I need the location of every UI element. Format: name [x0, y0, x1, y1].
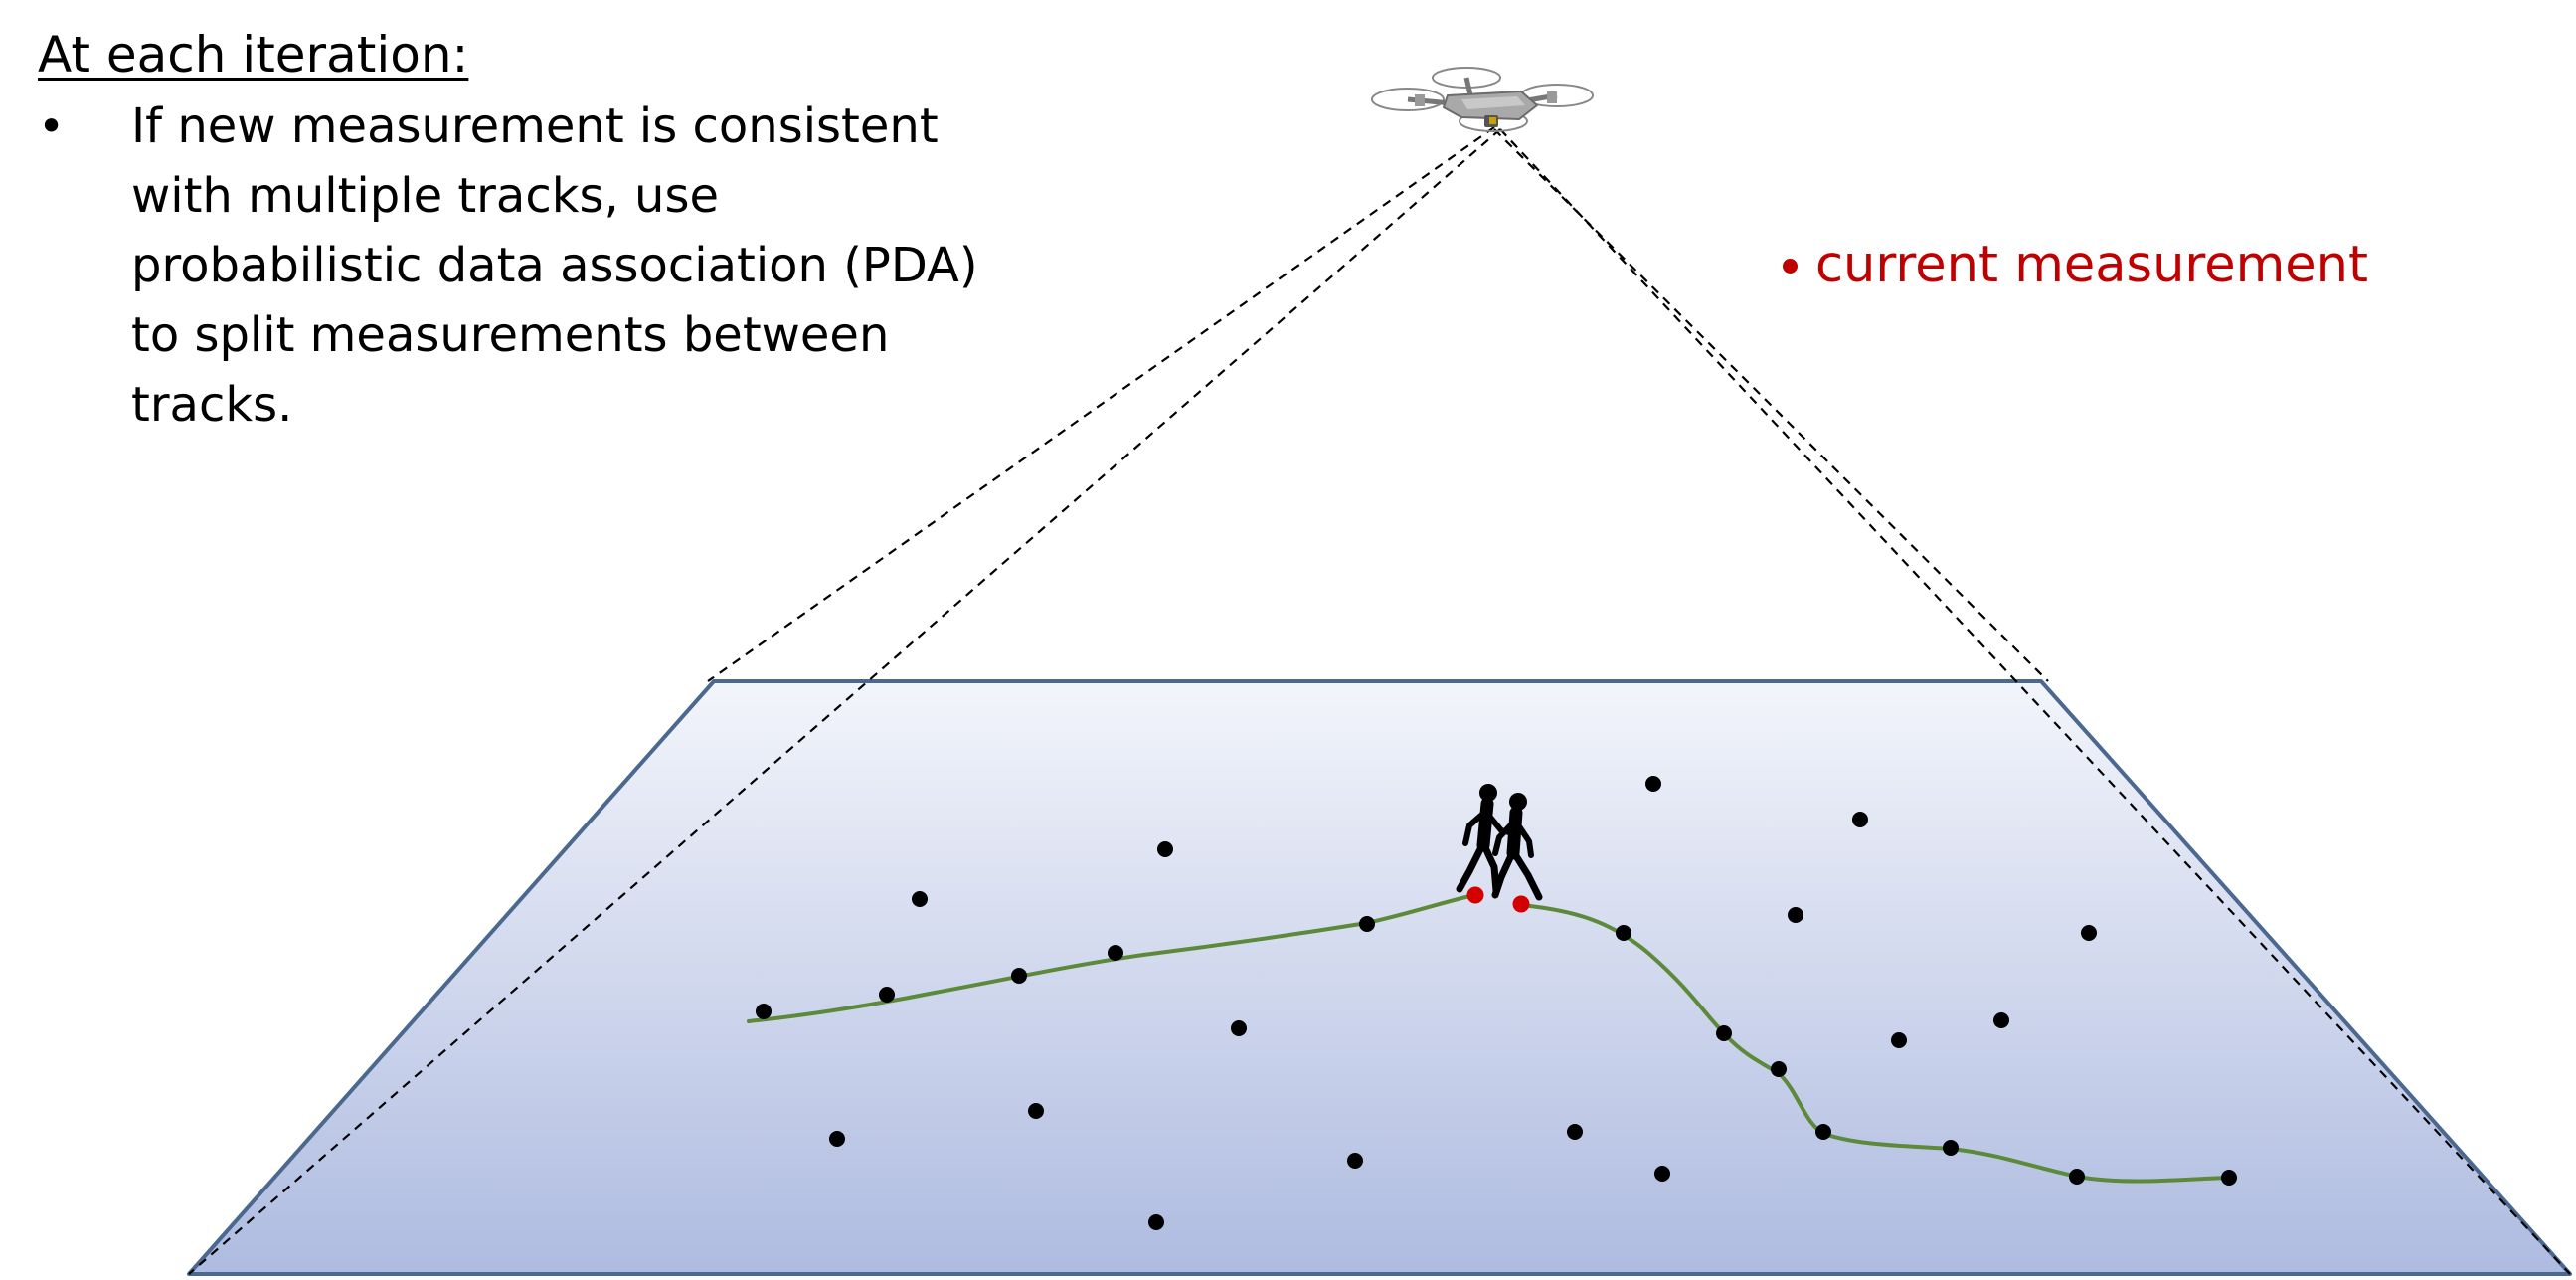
- measurement-dot: [2221, 1170, 2237, 1186]
- field-of-view-lines: [188, 126, 2571, 1275]
- ground-field: [187, 679, 2572, 1276]
- bullet-line: with multiple tracks, use: [131, 168, 719, 224]
- bullet-item: • If new measurement is consistent with …: [38, 91, 1052, 440]
- measurement-dot: [1011, 968, 1027, 984]
- measurement-dot: [1157, 841, 1173, 857]
- current-measurements: [1466, 886, 1530, 913]
- measurement-dot: [1815, 1124, 1831, 1140]
- measurement-dot: [1943, 1140, 1959, 1156]
- measurement-dot: [756, 1004, 772, 1019]
- measurement-dot: [1654, 1166, 1670, 1182]
- fov-line-right-inner: [1493, 128, 2049, 682]
- bullet-line: If new measurement is consistent: [131, 98, 939, 154]
- measurement-dot: [1567, 1124, 1583, 1140]
- measurement-dot: [2069, 1169, 2085, 1185]
- bullet-icon: •: [38, 99, 66, 153]
- measurement-dot: [1788, 907, 1803, 923]
- measurement-dot: [829, 1131, 845, 1147]
- fov-line-left-outer: [707, 126, 1495, 682]
- measurement-dot: [2081, 925, 2097, 941]
- heading: At each iteration:: [38, 26, 469, 84]
- measurement-dot: [912, 891, 928, 907]
- bullet-line: probabilistic data association (PDA): [131, 238, 978, 293]
- measurement-dot: [1347, 1153, 1363, 1169]
- measurement-dot: [879, 987, 895, 1003]
- drone-icon: [1371, 67, 1594, 132]
- bullet-line: tracks.: [131, 377, 293, 433]
- two-pedestrians-icon: [1456, 784, 1543, 901]
- track-left: [747, 893, 1476, 1023]
- measurement-dot: [1993, 1012, 2009, 1028]
- measurement-dot: [1716, 1025, 1732, 1041]
- current-measurement-dot: [1512, 895, 1530, 913]
- measurement-dot: [1148, 1214, 1164, 1230]
- measurement-dot: [1231, 1020, 1247, 1036]
- legend-label: current measurement: [1815, 236, 2368, 294]
- measurement-dot: [1645, 776, 1661, 792]
- measurement-dot: [1359, 916, 1375, 932]
- measurements: [756, 776, 2237, 1230]
- legend-dot-icon: [1783, 258, 1798, 274]
- legend: current measurement: [1783, 231, 2368, 300]
- fov-line-left-inner: [188, 128, 1501, 1275]
- measurement-dot: [1891, 1032, 1907, 1048]
- measurement-dot: [1771, 1061, 1787, 1077]
- bullet-line: to split measurements between: [131, 307, 890, 363]
- measurement-dot: [1028, 1103, 1044, 1119]
- current-measurement-dot: [1466, 886, 1484, 904]
- measurement-dot: [1616, 925, 1631, 941]
- fov-line-right-outer: [1499, 128, 2571, 1275]
- measurement-dot: [1108, 945, 1123, 961]
- measurement-dot: [1852, 812, 1868, 827]
- explanation-text: At each iteration: • If new measurement …: [38, 22, 1052, 440]
- bullet-text: If new measurement is consistent with mu…: [131, 91, 1026, 440]
